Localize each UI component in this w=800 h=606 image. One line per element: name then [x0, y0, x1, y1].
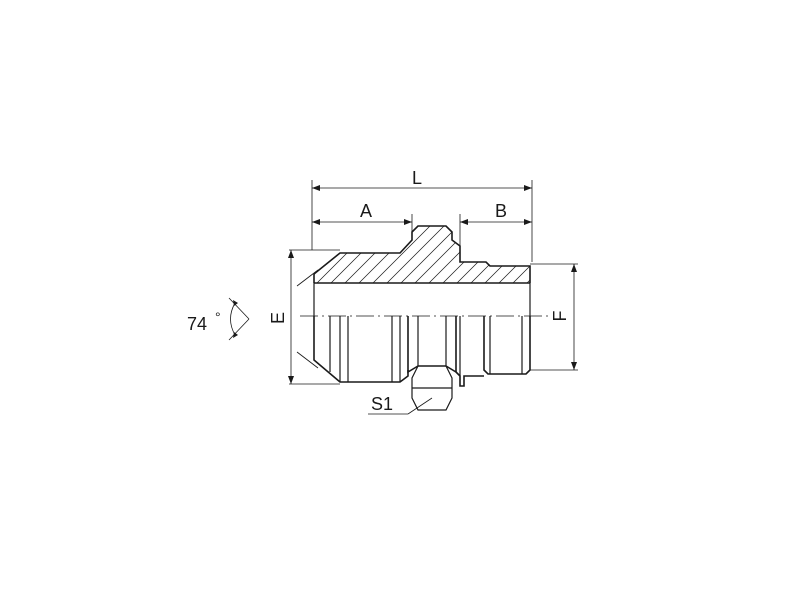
angle-value: 74	[187, 314, 207, 334]
label-f: F	[550, 311, 570, 322]
dimension-e: E	[268, 249, 340, 385]
angle-degree: °	[215, 309, 221, 325]
dimension-b: B	[459, 201, 532, 246]
label-s1: S1	[371, 394, 393, 414]
hex-size-callout: S1	[368, 394, 433, 415]
label-e: E	[268, 312, 288, 324]
label-a: A	[360, 201, 372, 221]
dimension-l: L	[311, 168, 533, 262]
angle-indicator: 74 °	[187, 297, 250, 341]
fitting-view-lower	[313, 283, 531, 411]
dimension-a: A	[312, 201, 413, 240]
label-b: B	[495, 201, 507, 221]
fitting-section-upper	[313, 225, 531, 284]
dimension-f: F	[530, 263, 578, 371]
label-l: L	[412, 168, 422, 188]
